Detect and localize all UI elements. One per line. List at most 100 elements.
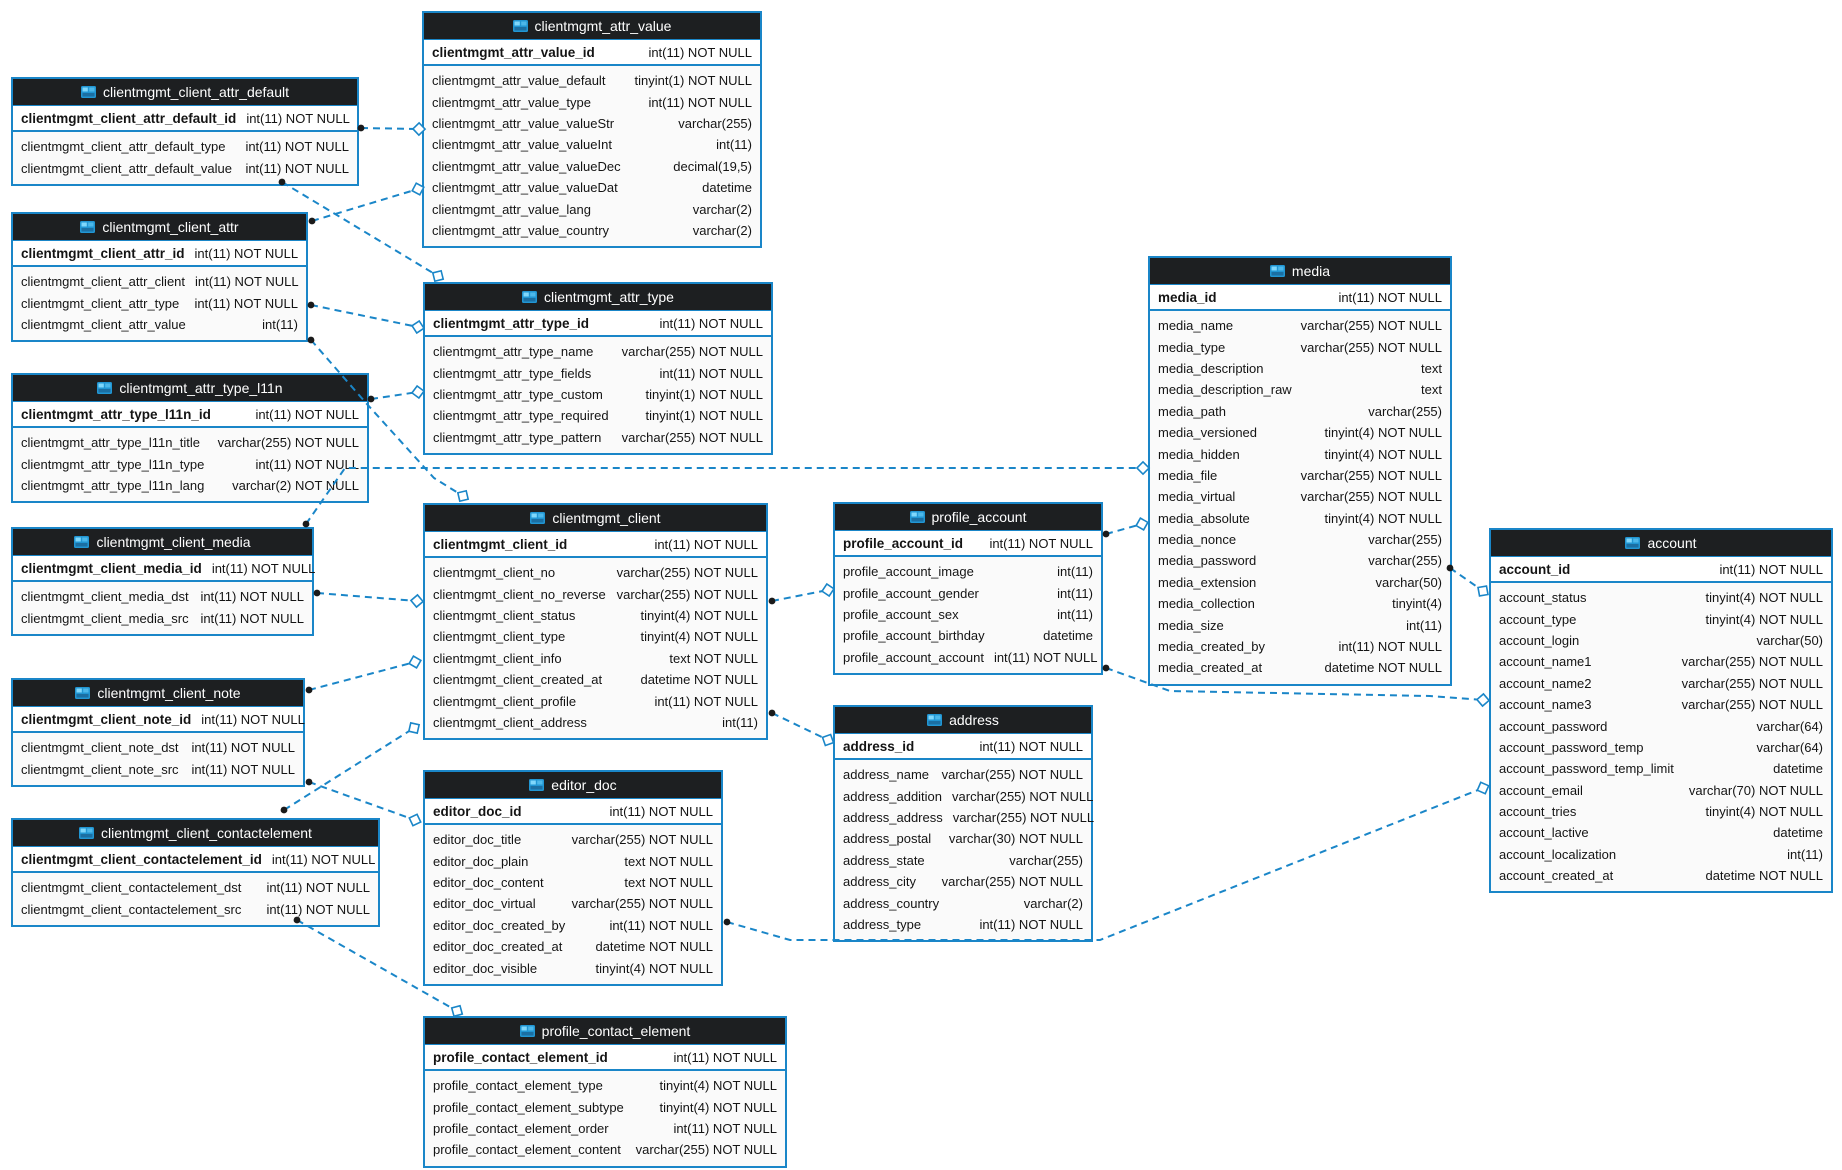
column-type: int(11) NOT NULL bbox=[659, 365, 763, 381]
column-type: tinyint(1) NOT NULL bbox=[645, 386, 763, 402]
table-header[interactable]: clientmgmt_attr_type bbox=[425, 284, 771, 311]
er-table-clientmgmt_attr_value[interactable]: clientmgmt_attr_value clientmgmt_attr_val… bbox=[422, 11, 762, 249]
table-header[interactable]: account bbox=[1491, 530, 1831, 557]
column-type: varchar(255) NOT NULL bbox=[217, 435, 359, 451]
column-name: address_city bbox=[843, 874, 916, 890]
table-header[interactable]: clientmgmt_client_note bbox=[13, 680, 303, 707]
column-name: address_address bbox=[843, 809, 943, 825]
connector-origin-dot bbox=[307, 301, 315, 309]
table-header[interactable]: clientmgmt_client_media bbox=[13, 529, 312, 556]
relationship-profile_account-to-media[interactable] bbox=[1102, 517, 1149, 538]
column-name: clientmgmt_client_no bbox=[433, 565, 556, 581]
relationship-clientmgmt_client-to-address[interactable] bbox=[768, 709, 835, 747]
column-name: clientmgmt_attr_value_default bbox=[432, 73, 606, 89]
table-icon bbox=[74, 536, 90, 548]
relationship-media-to-account[interactable] bbox=[1446, 564, 1489, 597]
column-name: profile_contact_element_type bbox=[433, 1078, 603, 1094]
column-name: clientmgmt_attr_type_l11n_title bbox=[21, 435, 200, 451]
er-table-clientmgmt_attr_type_l11n[interactable]: clientmgmt_attr_type_l11n clientmgmt_attr… bbox=[11, 373, 369, 504]
table-title: address bbox=[949, 712, 999, 728]
relationship-clientmgmt_client_media-to-clientmgmt_client[interactable] bbox=[313, 589, 425, 609]
column-name: media_password bbox=[1158, 553, 1257, 569]
column-name: clientmgmt_client_attr_value bbox=[21, 316, 186, 332]
table-icon bbox=[927, 714, 943, 726]
connector-target-diamond bbox=[1135, 517, 1149, 531]
table-header[interactable]: clientmgmt_client bbox=[425, 505, 766, 532]
column-type: int(11) bbox=[1406, 617, 1442, 633]
column-name: account_password_temp bbox=[1499, 739, 1644, 755]
er-table-clientmgmt_client_note[interactable]: clientmgmt_client_note clientmgmt_client_… bbox=[11, 678, 305, 787]
relationship-clientmgmt_client_attr-to-clientmgmt_attr_value[interactable] bbox=[308, 182, 425, 225]
er-table-clientmgmt_attr_type[interactable]: clientmgmt_attr_type clientmgmt_attr_type… bbox=[423, 282, 773, 455]
table-title: clientmgmt_attr_type bbox=[544, 289, 674, 305]
column-type: varchar(255) bbox=[678, 115, 752, 131]
column-type: int(11) NOT NULL bbox=[191, 740, 295, 756]
column-type: int(11) bbox=[716, 137, 752, 153]
table-header[interactable]: clientmgmt_client_attr_default bbox=[13, 79, 357, 106]
column-type: tinyint(4) bbox=[1392, 596, 1442, 612]
column-type: varchar(70) NOT NULL bbox=[1688, 782, 1823, 798]
column-name: profile_contact_element_id bbox=[433, 1050, 608, 1065]
table-header[interactable]: clientmgmt_client_contactelement bbox=[13, 820, 378, 847]
column-row: editor_doc_created_by int(11) NOT NULL bbox=[425, 915, 721, 936]
column-name: editor_doc_virtual bbox=[433, 896, 536, 912]
relationship-clientmgmt_client_attr_default-to-clientmgmt_attr_value[interactable] bbox=[357, 121, 427, 137]
er-table-profile_contact_element[interactable]: profile_contact_element profile_contact_e… bbox=[423, 1016, 787, 1168]
column-name: account_type bbox=[1499, 611, 1577, 627]
table-icon bbox=[529, 779, 545, 791]
relationship-clientmgmt_client-to-profile_account[interactable] bbox=[768, 582, 836, 605]
column-type: varchar(2) bbox=[692, 201, 752, 217]
relationship-clientmgmt_client_note-to-clientmgmt_client[interactable] bbox=[305, 655, 422, 694]
column-name: editor_doc_created_at bbox=[433, 939, 563, 955]
column-name: clientmgmt_client_no_reverse bbox=[433, 586, 606, 602]
column-type: int(11) NOT NULL bbox=[245, 160, 349, 176]
table-header[interactable]: clientmgmt_attr_type_l11n bbox=[13, 375, 367, 402]
relationship-clientmgmt_attr_type_l11n-to-clientmgmt_attr_type[interactable] bbox=[367, 384, 426, 403]
table-header[interactable]: media bbox=[1150, 258, 1450, 285]
column-type: int(11) NOT NULL bbox=[609, 804, 713, 819]
column-type: int(11) NOT NULL bbox=[648, 45, 752, 60]
table-header[interactable]: editor_doc bbox=[425, 772, 721, 799]
table-header[interactable]: profile_contact_element bbox=[425, 1018, 785, 1045]
table-header[interactable]: address bbox=[835, 707, 1091, 734]
column-type: int(11) NOT NULL bbox=[609, 917, 713, 933]
column-type: varchar(255) NOT NULL bbox=[1300, 318, 1442, 334]
table-header[interactable]: clientmgmt_attr_value bbox=[424, 13, 760, 40]
column-name: editor_doc_created_by bbox=[433, 917, 566, 933]
column-type: int(11) NOT NULL bbox=[271, 852, 376, 867]
table-header[interactable]: profile_account bbox=[835, 504, 1101, 531]
column-name: clientmgmt_attr_type_fields bbox=[433, 365, 592, 381]
column-type: varchar(255) bbox=[1368, 403, 1442, 419]
table-title: clientmgmt_client_contactelement bbox=[101, 825, 312, 841]
relationship-clientmgmt_client_attr-to-clientmgmt_attr_type[interactable] bbox=[307, 301, 426, 335]
column-name: account_lactive bbox=[1499, 825, 1589, 841]
table-header[interactable]: clientmgmt_client_attr bbox=[13, 214, 306, 241]
